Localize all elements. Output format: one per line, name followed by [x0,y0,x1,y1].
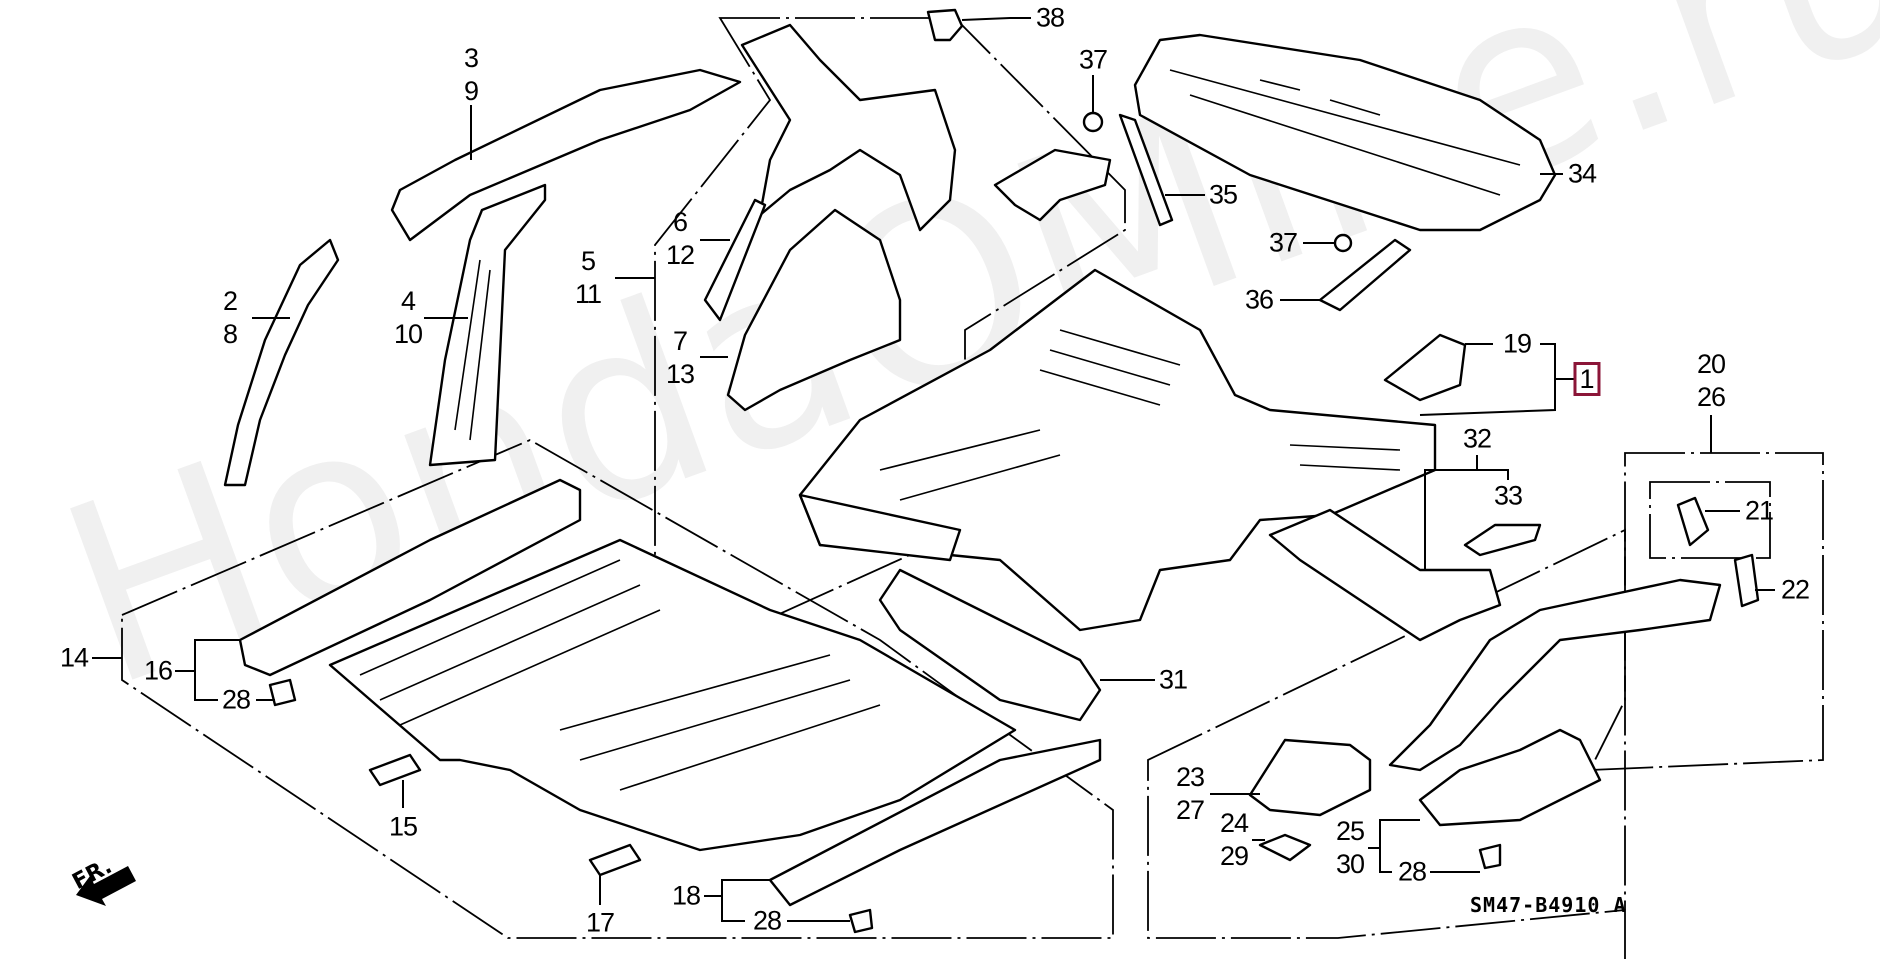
callout-20-26[interactable]: 20 26 [1696,348,1726,414]
part-rear-frame-25-30 [1418,728,1602,827]
part-quarter-inner-5-11 [740,23,957,232]
group-outline-bracket-21 [1649,481,1771,559]
part-pillar-4-10 [428,183,547,467]
part-roof-rail-3-9 [390,68,742,242]
part-brace-36 [1318,238,1412,312]
callout-21[interactable]: 21 [1744,495,1774,526]
part-bracket-19 [1383,333,1467,402]
callout-number: 11 [574,279,602,309]
callout-14[interactable]: 14 [59,642,89,673]
part-detail [879,329,1401,501]
callout-36[interactable]: 36 [1244,284,1274,315]
part-detail [1169,69,1521,196]
callout-number: 10 [393,319,423,349]
callout-number: 5 [580,246,596,276]
callout-number: 25 [1335,816,1365,846]
part-bracket-33 [1463,523,1542,557]
callout-23-27[interactable]: 23 27 [1175,761,1205,827]
part-rear-floor-lower [798,493,962,562]
part-stiffener-35 [1118,113,1174,227]
bolt-37-mid [1333,233,1353,253]
callout-number: 26 [1696,382,1726,412]
callout-number: 12 [665,240,695,270]
callout-7-13[interactable]: 7 13 [665,325,695,391]
part-crossmember-31 [878,568,1102,722]
callout-5-11[interactable]: 5 11 [574,245,602,311]
callout-number: 8 [222,319,238,349]
callout-number: 9 [463,76,479,106]
part-detail [454,259,491,441]
callout-28-bottom[interactable]: 28 [752,905,782,936]
callout-31[interactable]: 31 [1158,664,1188,695]
clip-28-bottom [848,908,874,934]
leader-lines [92,17,1775,922]
clip-28-right [1478,843,1502,870]
part-bracket-21 [1676,496,1710,547]
callout-15[interactable]: 15 [388,811,418,842]
callout-number: 3 [463,43,479,73]
callout-number: 30 [1335,849,1365,879]
part-brace-6-12 [703,198,767,322]
part-sill-bracket-17 [588,843,642,877]
part-side-sill-16 [238,478,582,677]
part-detail [359,559,881,791]
callout-4-10[interactable]: 4 10 [393,285,423,351]
callout-37-mid[interactable]: 37 [1268,227,1298,258]
clip-24-29 [1258,833,1312,862]
callout-number: 27 [1175,795,1205,825]
callout-6-12[interactable]: 6 12 [665,206,695,272]
callout-number: 2 [222,286,238,316]
part-rear-shelf-34 [1133,33,1557,232]
callout-2-8[interactable]: 2 8 [222,285,238,351]
part-sill-18 [768,738,1102,907]
callout-18[interactable]: 18 [671,880,701,911]
callout-25-30[interactable]: 25 30 [1335,815,1365,881]
front-direction-arrow-icon [76,866,136,906]
callout-28-right[interactable]: 28 [1397,856,1427,887]
part-gusset [993,148,1112,222]
callout-number: 20 [1696,349,1726,379]
diagram-code: SM47-B4910 A [1470,893,1627,917]
part-bracket-22 [1733,553,1760,608]
callout-32[interactable]: 32 [1462,423,1492,454]
callout-24-29[interactable]: 24 29 [1219,807,1249,873]
callout-3-9[interactable]: 3 9 [463,42,479,108]
callout-number: 13 [665,359,695,389]
callout-number: 23 [1175,762,1205,792]
callout-17[interactable]: 17 [585,907,615,938]
callout-number: 7 [672,326,688,356]
part-sill-bracket-15 [368,753,422,787]
callout-number: 6 [672,207,688,237]
group-outline-front-floor [121,438,1114,939]
diagram-revision: A [1613,893,1627,917]
part-wheelhouse-7-13 [726,208,902,412]
callout-22[interactable]: 22 [1780,574,1810,605]
callout-37-top[interactable]: 37 [1078,44,1108,75]
part-frame-32 [1268,508,1502,642]
callout-number: 4 [400,286,416,316]
group-outline-bracket-20-26 [1588,452,1824,771]
part-pillar-2-8 [223,238,340,487]
callout-19[interactable]: 19 [1502,328,1532,359]
clip-38 [926,8,964,42]
bolt-37-top [1082,111,1104,133]
callout-1-highlighted[interactable]: 1 [1573,362,1601,396]
diagram-code-number: SM47-B4910 [1470,893,1601,917]
callout-16[interactable]: 16 [143,655,173,686]
callout-35[interactable]: 35 [1208,179,1238,210]
callout-38[interactable]: 38 [1035,2,1065,33]
clip-28-left [268,678,297,707]
callout-number: 24 [1219,808,1249,838]
callout-28-left[interactable]: 28 [221,684,251,715]
callout-34[interactable]: 34 [1567,158,1597,189]
part-crossmember-23-27 [1248,738,1372,817]
callout-33[interactable]: 33 [1493,480,1523,511]
part-front-floor-14 [328,538,1017,852]
part-rear-frame-20-26 [1388,578,1722,772]
callout-number: 29 [1219,841,1249,871]
